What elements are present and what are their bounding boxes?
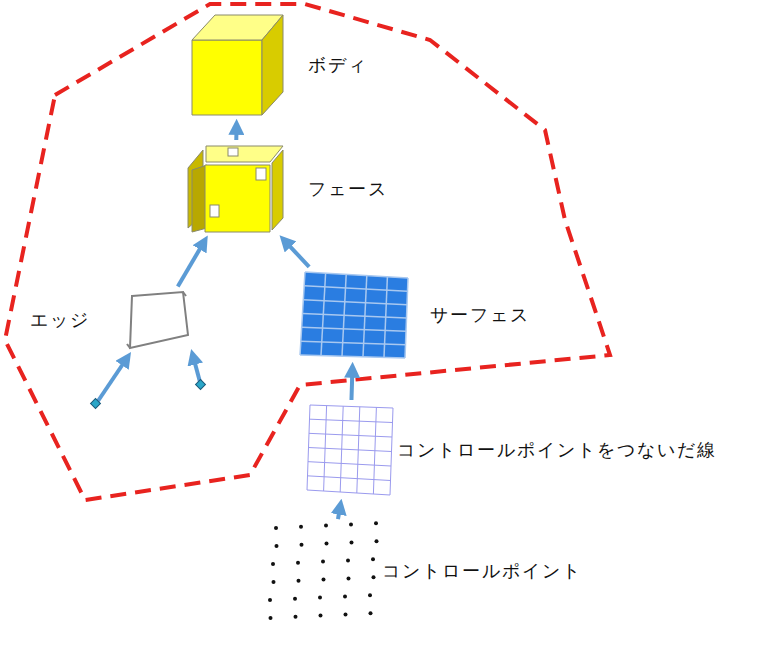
arrow-connector (284, 241, 309, 267)
edge-loop (127, 292, 188, 348)
illustration-node: コントロールポイント (264, 522, 394, 619)
node-label: コントロールポイント (382, 560, 582, 582)
arrow-connector (349, 369, 354, 400)
illustration-node: ボディ (190, 13, 285, 117)
arrow-connector (234, 126, 238, 140)
node-label: フェース (308, 178, 388, 200)
control-net (307, 405, 393, 495)
illustration-node: コントロールポイントをつないだ線 (305, 403, 395, 497)
vertex-points (91, 356, 206, 408)
control-points (268, 521, 379, 620)
body-cube (192, 15, 283, 115)
surface-patch (300, 272, 408, 358)
illustration-node: フェース (186, 143, 285, 234)
arrow-connector (338, 506, 340, 519)
node-label: サーフェス (430, 304, 530, 326)
arrow-connector (178, 242, 204, 287)
illustration-node: サーフェス (298, 269, 410, 360)
region-outline (5, 4, 610, 500)
node-label: ボディ (308, 54, 368, 76)
node-label: エッジ (30, 309, 90, 331)
illustration-node: エッジ (125, 289, 191, 351)
face-cube (188, 146, 283, 232)
node-label: コントロールポイントをつないだ線 (397, 439, 717, 461)
